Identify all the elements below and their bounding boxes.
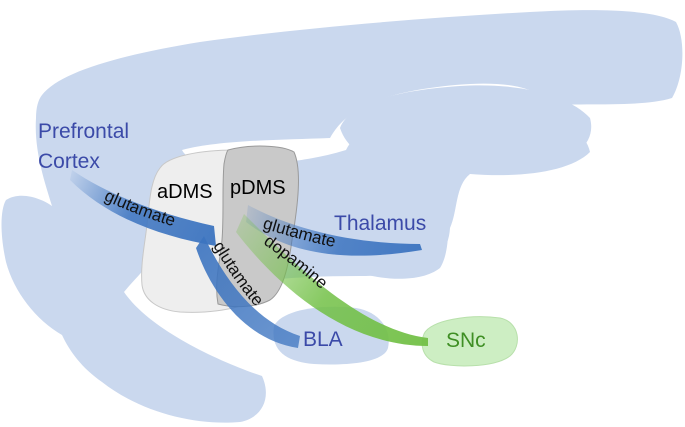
bla-label: BLA [303, 328, 343, 351]
prefrontal-label-line1: Prefrontal [38, 120, 129, 143]
cortex-lobe [340, 85, 592, 169]
snc-dopamine-pathway [236, 214, 428, 346]
bla-glutamate-pathway [196, 236, 300, 348]
pfc-glutamate-pathway [70, 170, 216, 246]
adms-label: aDMS [157, 181, 213, 203]
snc-region [421, 316, 518, 367]
thalamus-label: Thalamus [334, 212, 426, 235]
prefrontal-label-line2: Cortex [38, 150, 100, 173]
snc-label: SNc [446, 329, 486, 352]
thalamus-glutamate-pathway [246, 205, 422, 256]
pdms-label: pDMS [230, 177, 286, 199]
